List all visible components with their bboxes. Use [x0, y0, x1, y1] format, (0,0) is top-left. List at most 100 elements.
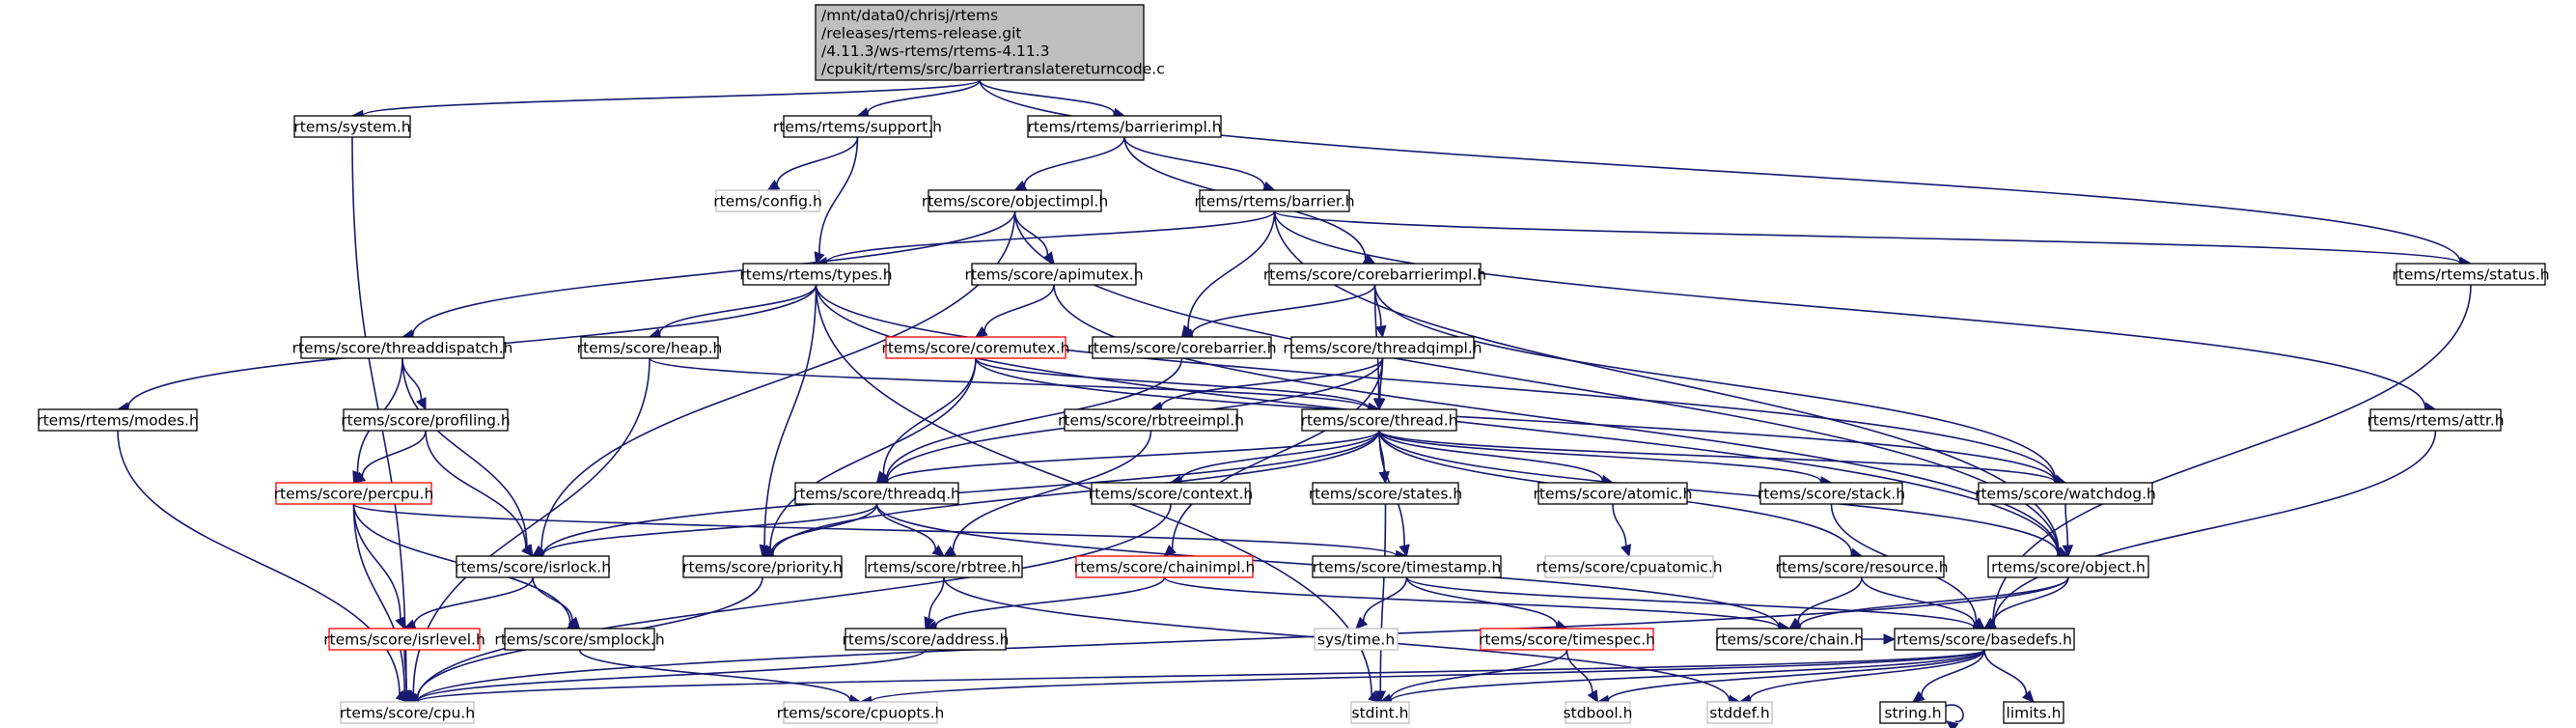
- edge-support-to-types-arrowhead: [814, 251, 825, 266]
- edge-threadq-to-rbtree-line: [875, 503, 937, 550]
- node-stack[interactable]: rtems/score/stack.h: [1758, 482, 1905, 505]
- node-isrlock[interactable]: rtems/score/isrlock.h: [455, 555, 611, 578]
- node-cpuopts[interactable]: rtems/score/cpuopts.h: [777, 701, 945, 724]
- edge-resource-to-basedefs-line: [1861, 576, 1976, 625]
- node-types[interactable]: rtems/rtems/types.h: [739, 263, 893, 286]
- node-stddef[interactable]: stddef.h: [1706, 701, 1773, 724]
- node-cpuatomic[interactable]: rtems/score/cpuatomic.h: [1536, 555, 1723, 578]
- edge-objectimpl-to-threaddispatch-line: [411, 210, 1016, 335]
- node-basedefs[interactable]: rtems/score/basedefs.h: [1894, 628, 2075, 651]
- node-modes[interactable]: rtems/rtems/modes.h: [37, 408, 199, 432]
- node-cpu-box: [340, 701, 475, 724]
- node-rbtree-label: rtems/score/rbtree.h: [867, 559, 1020, 576]
- node-thread[interactable]: rtems/score/thread.h: [1301, 408, 1458, 432]
- node-context[interactable]: rtems/score/context.h: [1089, 482, 1253, 505]
- edge-percpu-to-isrlevel: [352, 503, 406, 630]
- node-threaddispatch-label: rtems/score/threaddispatch.h: [292, 340, 513, 357]
- edge-thread-to-atomic-line: [1378, 430, 1604, 481]
- node-corebarrier[interactable]: rtems/score/corebarrier.h: [1087, 336, 1277, 359]
- edge-rbtree-to-address: [924, 576, 945, 630]
- node-chain[interactable]: rtems/score/chain.h: [1715, 628, 1864, 651]
- edge-thread-to-isrlock-line: [542, 430, 1380, 555]
- edge-support-to-config-line: [776, 136, 859, 185]
- node-apimutex[interactable]: rtems/score/apimutex.h: [964, 263, 1144, 286]
- node-corebarrierimpl-label: rtems/score/corebarrierimpl.h: [1263, 266, 1486, 284]
- node-cpu[interactable]: rtems/score/cpu.h: [340, 701, 475, 724]
- edge-types-to-heap-line: [658, 284, 817, 334]
- edge-root-to-support-line: [867, 79, 981, 114]
- node-timestamp[interactable]: rtems/score/timestamp.h: [1312, 555, 1502, 578]
- edge-barrierimpl-to-barrier: [1123, 136, 1276, 192]
- edge-isrlevel-to-cpu: [401, 649, 413, 704]
- edge-thread-to-atomic: [1378, 430, 1615, 487]
- edge-coremutex-to-threadq-line: [882, 357, 977, 475]
- node-rbtreeimpl[interactable]: rtems/score/rbtreeimpl.h: [1058, 408, 1244, 432]
- node-object[interactable]: rtems/score/object.h: [1987, 555, 2149, 578]
- node-barrierimpl-box: [1027, 115, 1222, 138]
- node-smplock[interactable]: rtems/score/smplock.h: [494, 628, 665, 651]
- node-rbtree[interactable]: rtems/score/rbtree.h: [865, 555, 1023, 578]
- node-config[interactable]: rtems/config.h: [713, 189, 822, 212]
- node-priority[interactable]: rtems/score/priority.h: [682, 555, 843, 578]
- node-objectimpl-label: rtems/score/objectimpl.h: [922, 193, 1108, 210]
- node-watchdog[interactable]: rtems/score/watchdog.h: [1975, 482, 2156, 505]
- node-address[interactable]: rtems/score/address.h: [843, 628, 1010, 651]
- node-timespec[interactable]: rtems/score/timespec.h: [1479, 628, 1655, 651]
- edge-smplock-to-cpuopts-line: [578, 649, 851, 701]
- node-stdint[interactable]: stdint.h: [1350, 701, 1410, 724]
- node-attr[interactable]: rtems/rtems/attr.h: [2367, 408, 2505, 432]
- node-resource[interactable]: rtems/score/resource.h: [1775, 555, 1949, 578]
- edge-timespec-to-stdbool-arrowhead: [1587, 689, 1599, 704]
- node-timestamp-label: rtems/score/timestamp.h: [1313, 559, 1502, 576]
- node-coremutex-label: rtems/score/coremutex.h: [881, 340, 1069, 357]
- node-basedefs-box: [1894, 628, 2075, 651]
- node-limits[interactable]: limits.h: [2003, 701, 2064, 724]
- edge-timestamp-to-systime-line: [1362, 576, 1408, 622]
- edge-watchdog-to-object-arrowhead: [2062, 545, 2074, 558]
- node-threaddispatch[interactable]: rtems/score/threaddispatch.h: [292, 336, 513, 359]
- node-objectimpl[interactable]: rtems/score/objectimpl.h: [922, 189, 1108, 212]
- edge-root-to-support: [856, 79, 981, 119]
- node-string[interactable]: string.h: [1879, 701, 1947, 724]
- node-stdint-label: stdint.h: [1352, 705, 1409, 722]
- edge-root-to-system-line: [362, 79, 981, 117]
- node-isrlevel[interactable]: rtems/score/isrlevel.h: [323, 628, 485, 651]
- node-atomic[interactable]: rtems/score/atomic.h: [1534, 482, 1693, 505]
- node-support[interactable]: rtems/rtems/support.h: [773, 115, 942, 138]
- node-corebarrierimpl[interactable]: rtems/score/corebarrierimpl.h: [1263, 263, 1486, 286]
- node-system-box: [293, 115, 411, 138]
- node-barrierimpl[interactable]: rtems/rtems/barrierimpl.h: [1027, 115, 1222, 138]
- node-threadqimpl[interactable]: rtems/score/threadqimpl.h: [1283, 336, 1482, 359]
- node-status[interactable]: rtems/rtems/status.h: [2392, 263, 2550, 286]
- node-barrier[interactable]: rtems/rtems/barrier.h: [1194, 189, 1355, 212]
- node-coremutex[interactable]: rtems/score/coremutex.h: [881, 336, 1070, 359]
- node-root-label: /cpukit/rtems/src/barriertranslatereturn…: [821, 61, 1165, 78]
- node-modes-box: [38, 408, 198, 432]
- node-stdbool[interactable]: stdbool.h: [1564, 701, 1633, 724]
- node-watchdog-box: [1978, 482, 2153, 505]
- node-priority-label: rtems/score/priority.h: [682, 559, 843, 576]
- edge-barrier-to-status-line: [1273, 210, 2461, 265]
- node-heap[interactable]: rtems/score/heap.h: [577, 336, 723, 359]
- edge-watchdog-to-object: [2062, 503, 2074, 558]
- edge-threadq-to-rbtree-arrowhead: [931, 545, 945, 557]
- node-chainimpl[interactable]: rtems/score/chainimpl.h: [1074, 555, 1256, 578]
- edge-chainimpl-to-address-line: [934, 576, 1166, 628]
- edge-basedefs-to-stddef-line: [1749, 649, 1985, 701]
- node-system[interactable]: rtems/system.h: [293, 115, 411, 138]
- edge-profiling-to-percpu: [352, 430, 427, 484]
- edge-percpu-to-isrlevel-line: [352, 503, 402, 619]
- node-timespec-label: rtems/score/timespec.h: [1479, 631, 1655, 649]
- edge-profiling-to-isrlock-arrowhead: [521, 544, 534, 557]
- node-threadq[interactable]: rtems/score/threadq.h: [793, 482, 960, 505]
- node-percpu[interactable]: rtems/score/percpu.h: [274, 482, 434, 505]
- edge-thread-to-context-line: [1179, 430, 1380, 481]
- node-profiling[interactable]: rtems/score/profiling.h: [341, 408, 511, 432]
- node-resource-box: [1779, 555, 1945, 578]
- node-limits-label: limits.h: [2007, 705, 2062, 722]
- node-states[interactable]: rtems/score/states.h: [1309, 482, 1462, 505]
- node-root[interactable]: /mnt/data0/chrisj/rtems/releases/rtems-r…: [815, 4, 1165, 81]
- edge-rbtree-to-address-line: [928, 576, 945, 619]
- node-systime[interactable]: sys/time.h: [1314, 628, 1399, 651]
- node-limits-box: [2003, 701, 2064, 724]
